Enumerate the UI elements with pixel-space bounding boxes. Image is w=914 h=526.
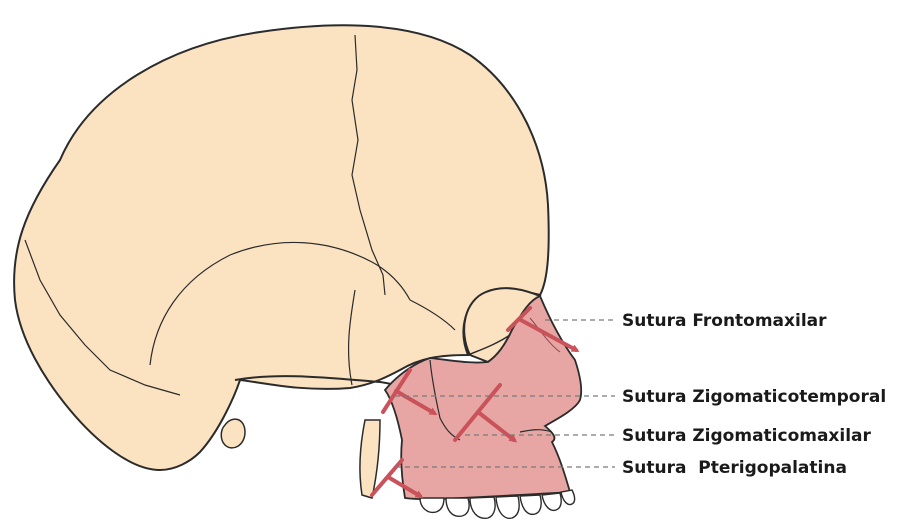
- label-pterigopalatina: Sutura Pterigopalatina: [622, 458, 847, 478]
- label-zigomaticotemporal: Sutura Zigomaticotemporal: [622, 387, 886, 407]
- mastoid-process: [221, 419, 245, 448]
- label-frontomaxilar: Sutura Frontomaxilar: [622, 311, 827, 331]
- label-zigomaticomaxilar: Sutura Zigomaticomaxilar: [622, 426, 872, 446]
